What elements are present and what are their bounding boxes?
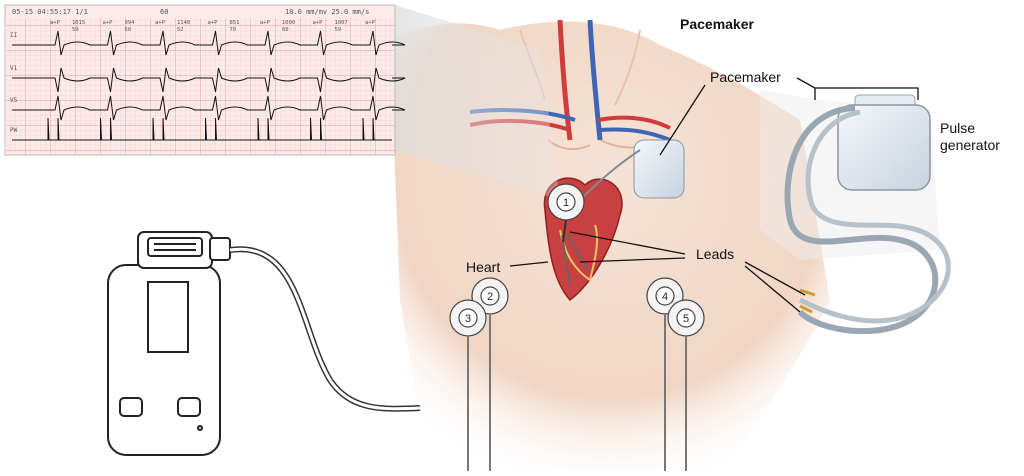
pulse-generator-label: Pulse generator — [940, 120, 1000, 153]
ecg-beat-interval: 1007 — [335, 20, 348, 26]
ecg-beat-marker: a+P — [260, 20, 271, 26]
ecg-beat-marker: a+P — [365, 20, 376, 26]
svg-text:3: 3 — [465, 313, 471, 325]
electrode-5: 5 — [667, 299, 705, 471]
ecg-header-mid: 60 — [160, 8, 168, 16]
ecg-lead-label: PW — [10, 127, 18, 134]
ecg-lead-label: V5 — [10, 97, 18, 104]
pacemaker-label: Pacemaker — [710, 69, 781, 85]
electrode-3: 3 — [449, 299, 487, 471]
ecg-beat-rate: 70 — [230, 27, 237, 33]
ecg-beat-rate: 60 — [282, 27, 289, 33]
electrode-1: 1 — [547, 183, 585, 243]
ecg-lead-label: V1 — [10, 65, 18, 72]
ecg-beat-rate: 59 — [335, 27, 342, 33]
holter-monitor — [107, 231, 421, 456]
ecg-beat-interval: 851 — [230, 20, 240, 26]
ecg-trace — [12, 95, 406, 121]
ecg-header: 05-15 04:55:17 1/1 — [12, 8, 88, 16]
leads-label: Leads — [696, 246, 735, 262]
ecg-trace — [12, 67, 406, 93]
ecg-trace — [12, 30, 406, 56]
ecg-lead-label: II — [10, 32, 18, 39]
ecg-beat-interval: 1140 — [177, 20, 190, 26]
ecg-beat-rate: 52 — [177, 27, 184, 33]
ecg-beat-marker: a+P — [155, 20, 166, 26]
ecg-header-right: 10.0 mm/mv 25.0 mm/s — [285, 8, 369, 16]
svg-text:2: 2 — [487, 291, 493, 303]
pulse-generator — [760, 90, 951, 335]
ecg-beat-marker: a+P — [50, 20, 61, 26]
heart-label: Heart — [466, 259, 501, 275]
ecg-beat-marker: a+P — [208, 20, 219, 26]
ecg-beat-interval: 1015 — [72, 20, 85, 26]
zoom-cone — [395, 5, 560, 200]
ecg-strip: 05-15 04:55:17 1/1 60 10.0 mm/mv 25.0 mm… — [4, 4, 406, 156]
svg-text:4: 4 — [662, 291, 668, 303]
svg-text:1: 1 — [563, 197, 569, 209]
diagram-title: Pacemaker — [680, 16, 754, 32]
electrode-4: 4 — [646, 277, 684, 471]
electrodes: 1 2 3 4 5 — [449, 183, 705, 471]
ecg-beat-rate: 59 — [72, 27, 79, 33]
ecg-beat-interval: 1000 — [282, 20, 295, 26]
svg-text:5: 5 — [683, 313, 689, 325]
ecg-beat-rate: 60 — [125, 27, 132, 33]
leader-lines — [509, 77, 919, 313]
ecg-trace — [12, 117, 392, 141]
ecg-beat-marker: a+P — [313, 20, 324, 26]
ecg-beat-interval: 994 — [125, 20, 136, 26]
ecg-beat-marker: a+P — [103, 20, 114, 26]
